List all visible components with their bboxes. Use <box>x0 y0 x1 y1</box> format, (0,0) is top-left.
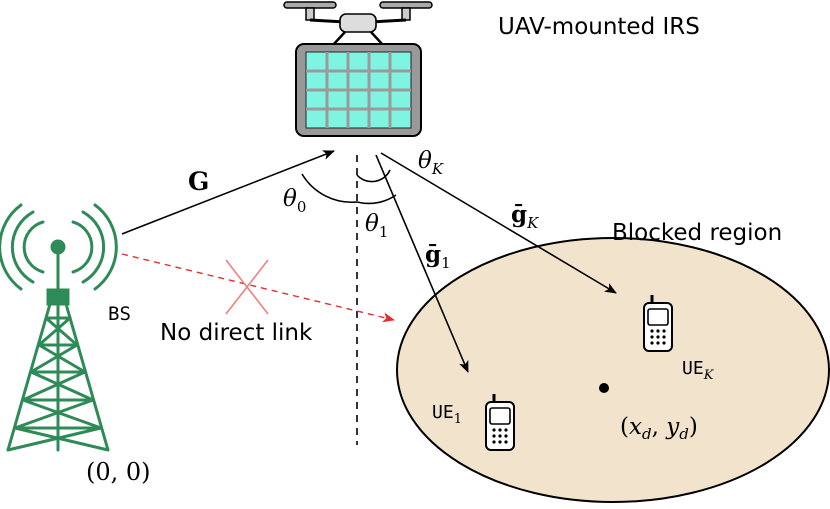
no-direct-link-arrow <box>121 253 395 323</box>
uek-subscript: K <box>703 368 715 383</box>
gK-subscript: K <box>526 214 539 232</box>
g1-label: ḡ1 <box>425 241 451 272</box>
region-center-label: (xd, yd) <box>620 414 698 443</box>
base-station-tower-icon <box>0 203 118 452</box>
gK-symbol: ḡ <box>511 201 527 228</box>
theta1-symbol: θ <box>365 211 379 237</box>
uek-phone-icon <box>643 295 673 352</box>
bs-coordinate: (0, 0) <box>86 458 151 486</box>
theta0-symbol: θ <box>283 186 297 212</box>
bs-label: BS <box>108 303 131 325</box>
ue1-phone-icon <box>485 394 515 451</box>
center-y-sub: d <box>679 425 689 443</box>
g1-subscript: 1 <box>441 254 451 272</box>
irs-to-uek-link <box>380 152 617 294</box>
ue1-name: UE <box>432 402 454 423</box>
theta0-arc <box>301 173 358 204</box>
no-direct-link-label: No direct link <box>160 320 313 346</box>
center-y: y <box>665 414 680 440</box>
uek-label: UEK <box>682 358 715 383</box>
center-close: ) <box>689 414 698 440</box>
ue1-label: UE1 <box>432 402 462 427</box>
region-center-point <box>599 383 609 393</box>
g1-symbol: ḡ <box>425 241 441 268</box>
center-comma: , <box>652 414 667 440</box>
thetaK-symbol: θ <box>418 148 432 174</box>
uav-irs-icon <box>283 1 433 137</box>
center-x-sub: d <box>642 425 652 443</box>
theta0-subscript: 0 <box>297 198 307 216</box>
diagram-title: UAV-mounted IRS <box>498 14 700 40</box>
ue1-subscript: 1 <box>454 412 462 427</box>
irs-to-ue1-link <box>375 154 469 373</box>
thetaK-label: θK <box>418 148 444 178</box>
blocked-region <box>396 237 830 503</box>
channel-g-label: G <box>188 167 209 196</box>
center-open: ( <box>620 414 629 440</box>
thetaK-subscript: K <box>431 160 444 178</box>
center-x: x <box>629 414 642 440</box>
gK-label: ḡK <box>511 201 539 232</box>
blocked-cross-icon <box>225 259 269 315</box>
bs-to-irs-link <box>121 150 335 235</box>
theta0-label: θ0 <box>283 186 306 216</box>
uek-name: UE <box>682 358 704 379</box>
thetaK-arc <box>356 169 391 183</box>
theta1-arc <box>356 194 397 205</box>
theta1-label: θ1 <box>365 211 388 241</box>
theta1-subscript: 1 <box>379 223 389 241</box>
blocked-region-label: Blocked region <box>612 220 782 246</box>
